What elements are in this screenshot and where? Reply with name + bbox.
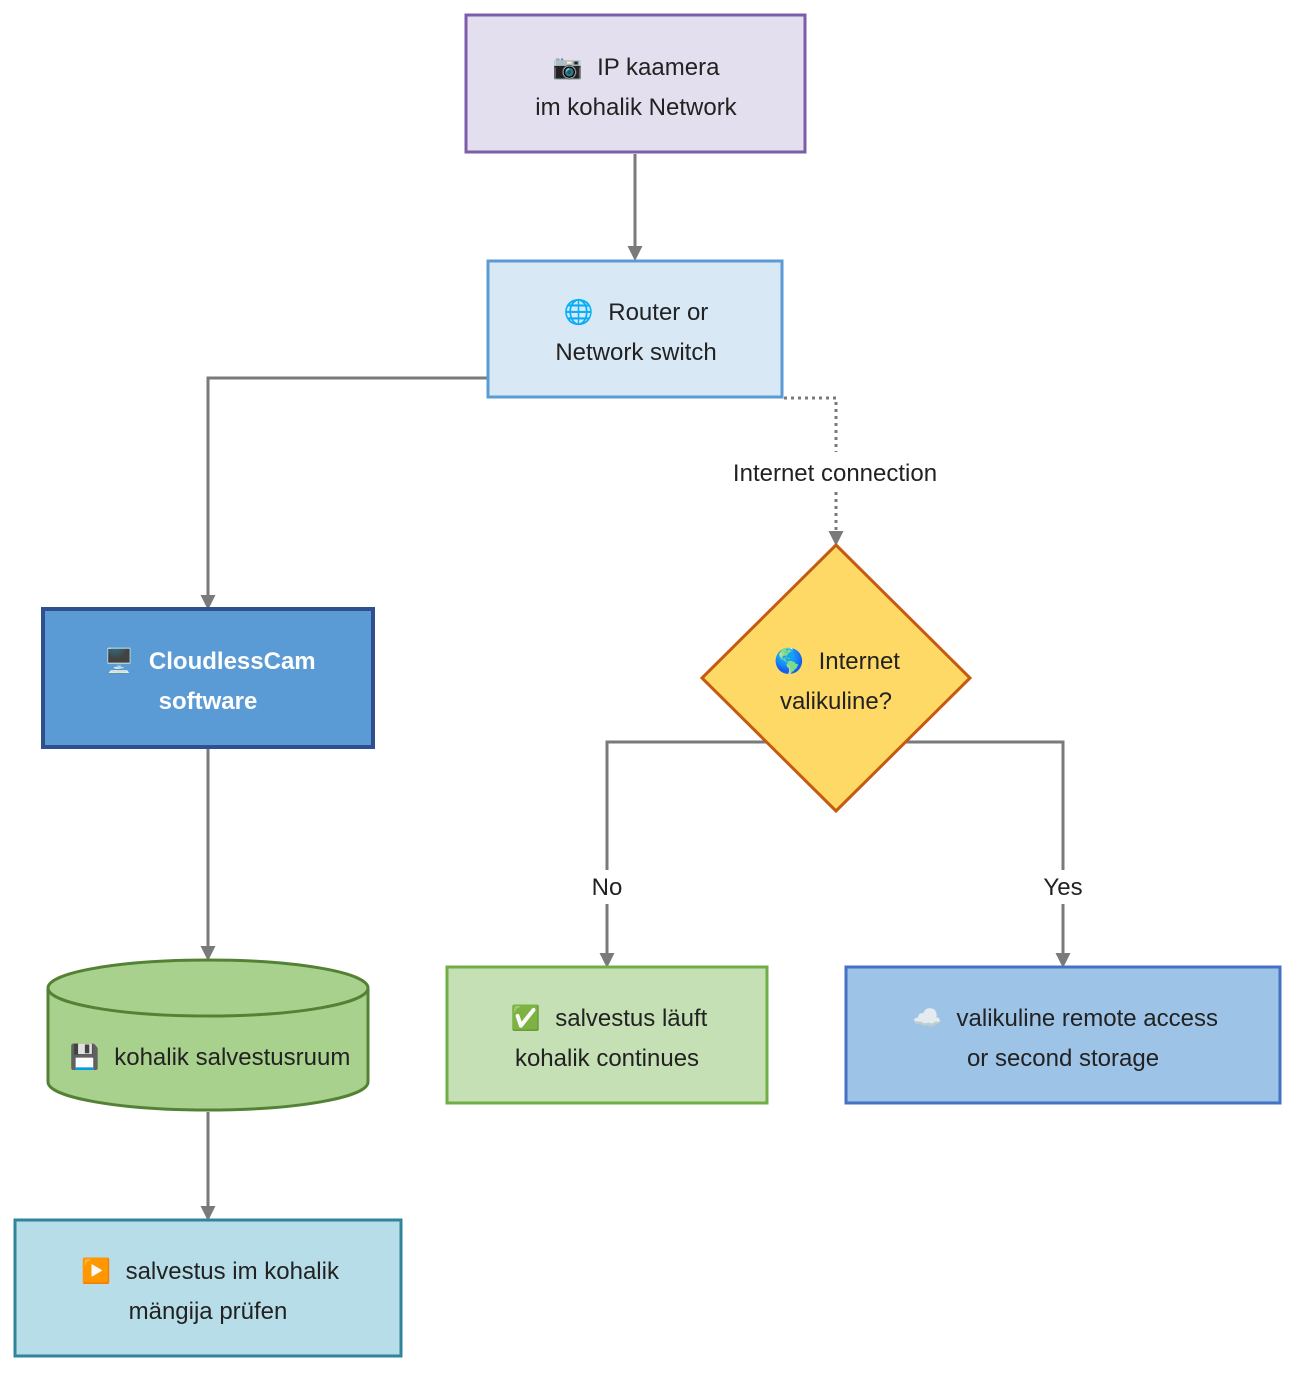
check-mark-icon: ✅ [511, 1004, 541, 1032]
node-ip-camera-line2: im kohalik Network [535, 94, 737, 121]
node-remote-line1: valikuline remote access [957, 1005, 1218, 1032]
node-software-line2: software [159, 688, 258, 715]
node-internet-decision[interactable]: 🌎 Internet valikuline? [699, 542, 973, 814]
node-router[interactable]: 🌐 Router or Network switch [486, 259, 784, 399]
node-cloudlesscam-software[interactable]: 🖥️ CloudlessCam software [41, 607, 375, 749]
node-software-line1: CloudlessCam [149, 648, 316, 675]
node-storage-label: kohalik salvestusruum [114, 1044, 350, 1071]
node-decision-line2: valikuline? [780, 688, 892, 715]
node-player-line2: mängija prüfen [129, 1298, 288, 1325]
svg-text:🖥️ CloudlessCam: 🖥️ CloudlessCam [104, 647, 315, 675]
node-local-storage[interactable]: 💾 kohalik salvestusruum [46, 958, 370, 1112]
node-remote-line2: or second storage [967, 1045, 1159, 1072]
edge-decision-yes [905, 740, 1071, 968]
cloud-icon: ☁️ [912, 1005, 942, 1032]
node-remote-access[interactable]: ☁️ valikuline remote access or second st… [844, 965, 1282, 1105]
globe-americas-icon: 🌎 [774, 647, 804, 675]
node-router-line1: Router or [608, 299, 708, 326]
node-ip-camera-line1: IP kaamera [597, 54, 720, 81]
svg-text:🌎 Internet: 🌎 Internet [774, 647, 900, 675]
globe-icon: 🌐 [564, 298, 594, 326]
node-local-player[interactable]: ▶️ salvestus im kohalik mängija prüfen [13, 1218, 403, 1358]
node-router-line2: Network switch [555, 339, 716, 366]
svg-text:🌐 Router or: 🌐 Router or [564, 298, 709, 326]
svg-text:☁️ valikuline remote acc: ☁️ valikuline remote access [912, 1005, 1218, 1032]
node-local-continues-line1: salvestus läuft [555, 1005, 707, 1032]
svg-text:💾 kohalik salvestusruum: 💾 kohalik salvestusruum [70, 1043, 351, 1071]
svg-text:✅ salvestus läuft: ✅ salvestus läuft [511, 1004, 708, 1032]
svg-text:📷 IP kaamera: 📷 IP kaamera [553, 54, 721, 81]
edge-label-yes: Yes [1043, 874, 1082, 901]
edge-router-decision-upper [784, 396, 838, 452]
desktop-computer-icon: 🖥️ [104, 647, 134, 675]
edge-router-software [200, 376, 488, 610]
edge-decision-no [599, 740, 766, 968]
node-decision-line1: Internet [819, 648, 901, 675]
play-button-icon: ▶️ [81, 1257, 111, 1285]
node-player-line1: salvestus im kohalik [126, 1258, 340, 1285]
node-local-continues[interactable]: ✅ salvestus läuft kohalik continues [445, 965, 769, 1105]
edge-label-internet-connection: Internet connection [733, 460, 937, 487]
node-ip-camera[interactable]: 📷 IP kaamera im kohalik Network [464, 13, 807, 154]
floppy-disk-icon: 💾 [70, 1043, 100, 1071]
node-local-continues-line2: kohalik continues [515, 1045, 699, 1072]
edge-label-no: No [592, 874, 623, 901]
svg-text:▶️ salvestus im kohalik: ▶️ salvestus im kohalik [81, 1257, 340, 1285]
camera-icon: 📷 [553, 54, 583, 81]
